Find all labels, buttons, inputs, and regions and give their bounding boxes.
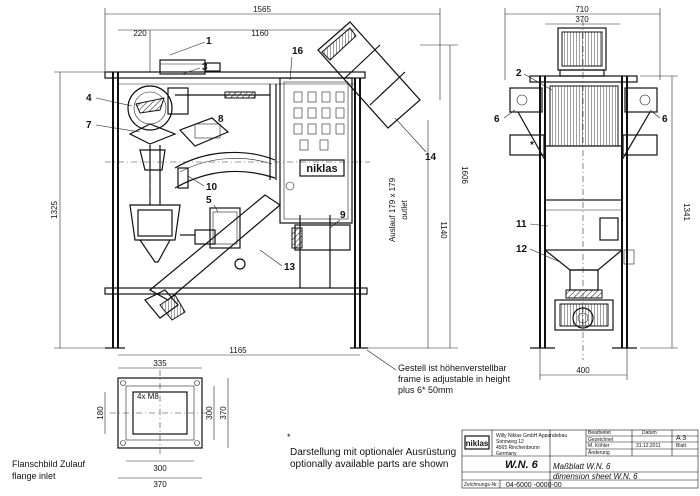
flange-detail: 4x M8 335 300 370 180 300 370 Flanschbil… xyxy=(12,359,229,489)
dim-front-frame: 1160 xyxy=(251,29,269,38)
dim-front-outlet-height: 1140 xyxy=(439,221,448,239)
title-sheet-de: Maßblatt W.N. 6 xyxy=(553,462,611,471)
label-side-star: * xyxy=(530,140,534,151)
label-5: 5 xyxy=(206,195,212,206)
note-frame-en: frame is adjustable in height xyxy=(398,374,511,384)
note-frame-plus: plus 6* 50mm xyxy=(398,385,453,395)
flange-label-de: Flanschbild Zulauf xyxy=(12,459,86,469)
optional-marker: * xyxy=(287,432,291,442)
control-buttons xyxy=(293,91,345,151)
outlet-label-en: outlet xyxy=(400,199,409,219)
dim-flange-left: 180 xyxy=(96,406,105,420)
field-bearbeiter-name: M. Köhler xyxy=(588,443,610,449)
dim-side-base: 400 xyxy=(576,366,590,375)
title-drawing-number: 04-6000 -0000-00 xyxy=(506,482,562,489)
field-bearbeitet: Bearbeitet xyxy=(588,430,611,436)
dim-front-total-height: 1606 xyxy=(460,166,469,184)
side-view: 710 370 xyxy=(504,5,691,380)
label-16: 16 xyxy=(292,46,304,57)
label-side-6-left: 6 xyxy=(494,114,500,125)
front-logo-text: niklas xyxy=(306,163,337,175)
field-gezeichnet: Gezeichnet xyxy=(588,437,614,443)
field-datum-label: Datum xyxy=(642,430,657,436)
field-format: A 3 xyxy=(676,435,686,442)
company-line-1: Willy Niklas GmbH Apparatebau xyxy=(496,433,567,439)
dim-side-width: 710 xyxy=(575,5,589,14)
dim-front-width: 1565 xyxy=(253,5,271,14)
label-4: 4 xyxy=(86,93,92,104)
label-7: 7 xyxy=(86,120,92,131)
dim-flange-bottom-outer: 370 xyxy=(153,480,167,489)
label-side-6-right: 6 xyxy=(662,114,668,125)
label-side-11: 11 xyxy=(516,219,527,230)
dim-front-offset: 220 xyxy=(133,29,147,38)
field-blatt: Blatt xyxy=(676,443,687,449)
label-10: 10 xyxy=(206,182,218,193)
side-position-labels: 2 6 6 * 11 12 xyxy=(494,68,668,263)
dim-side-height: 1341 xyxy=(682,203,691,221)
label-8: 8 xyxy=(218,114,224,125)
dim-front-base: 1165 xyxy=(229,346,247,355)
dim-flange-right-inner: 300 xyxy=(205,406,214,420)
company-line-4: Germany xyxy=(496,451,517,457)
title-logo-text: niklas xyxy=(466,439,489,448)
title-drawing-number-label: Zeichnungs-Nr.: xyxy=(464,482,499,488)
label-9: 9 xyxy=(340,210,346,221)
label-1: 1 xyxy=(206,36,212,47)
note-frame-de: Gestell ist höhenverstellbar xyxy=(398,363,507,373)
label-side-12: 12 xyxy=(516,244,528,255)
title-block: niklas Willy Niklas GmbH Apparatebau Son… xyxy=(461,429,699,489)
front-position-labels: 1 3 4 7 8 10 5 16 9 13 14 xyxy=(86,36,437,273)
note-optional-de: Darstellung mit optionaler Ausrüstung xyxy=(290,447,456,458)
dim-flange-top: 335 xyxy=(153,359,167,368)
dim-flange-bottom-inner: 300 xyxy=(153,464,167,473)
front-view: niklas xyxy=(104,21,421,349)
dim-flange-right-outer: 370 xyxy=(219,406,228,420)
company-line-2: Sonnweg 12 xyxy=(496,439,524,445)
field-datum: 31.12.2011 xyxy=(636,443,661,449)
note-optional-en: optionally available parts are shown xyxy=(290,459,448,470)
dim-front-height: 1325 xyxy=(50,201,59,219)
title-logo-plate xyxy=(464,435,490,450)
brand-logo-plate xyxy=(299,159,345,177)
notes: Gestell ist höhenverstellbar frame is ad… xyxy=(287,349,511,470)
label-3: 3 xyxy=(202,62,208,73)
front-dimensions: 1565 220 1160 1165 1325 1606 1140 Auslau… xyxy=(50,5,469,356)
title-sheet-en: dimension sheet W.N. 6 xyxy=(553,472,638,481)
outlet-size-label: Auslauf 179 x 179 xyxy=(388,177,397,242)
field-aenderung: Änderung xyxy=(588,449,610,456)
flange-screw-label: 4x M8 xyxy=(137,392,159,401)
label-14: 14 xyxy=(425,152,437,163)
label-13: 13 xyxy=(284,262,296,273)
company-line-3: 4565 Rinchenbrunn xyxy=(496,445,540,451)
flange-label-en: flange inlet xyxy=(12,471,56,481)
title-model: W.N. 6 xyxy=(505,459,539,471)
dim-side-inner: 370 xyxy=(575,15,589,24)
label-side-2: 2 xyxy=(516,68,522,79)
